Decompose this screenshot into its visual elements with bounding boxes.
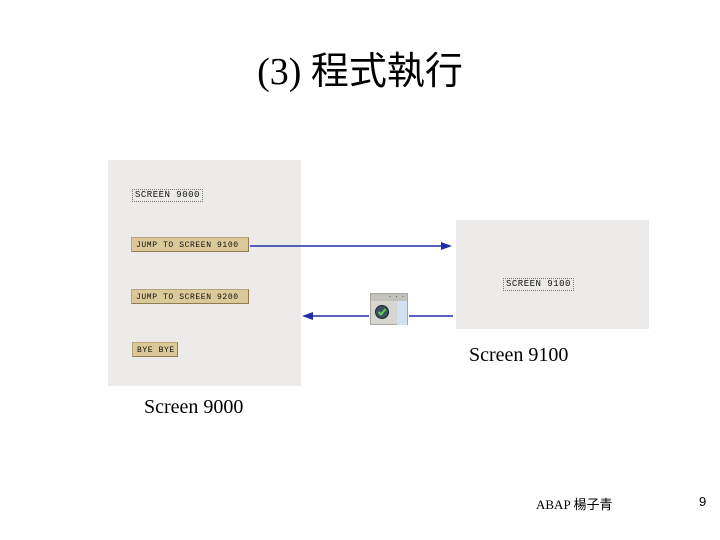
jump-to-9200-button[interactable]: JUMP TO SCREEN 9200 <box>131 289 249 304</box>
jump-to-9100-button[interactable]: JUMP TO SCREEN 9100 <box>131 237 249 252</box>
check-icon[interactable] <box>375 305 389 319</box>
screen-9000-panel: SCREEN 9000 JUMP TO SCREEN 9100 JUMP TO … <box>108 160 301 386</box>
screen-9100-label: SCREEN 9100 <box>503 278 574 291</box>
screen-9100-panel: SCREEN 9100 <box>456 220 649 329</box>
back-popup-dialog: · · · <box>370 293 408 325</box>
slide-title: (3) 程式執行 <box>257 51 463 93</box>
screen-9000-caption: Screen 9000 <box>144 396 244 418</box>
bye-bye-button[interactable]: BYE BYE <box>132 342 178 357</box>
footer-author: ABAP 楊子青 <box>536 497 613 512</box>
popup-side-panel <box>397 301 407 325</box>
page-number: 9 <box>699 494 707 509</box>
popup-titlebar <box>371 294 407 301</box>
popup-titlebar-dots: · · · <box>388 293 405 301</box>
screen-9000-label: SCREEN 9000 <box>132 189 203 202</box>
screen-9100-caption: Screen 9100 <box>469 344 569 366</box>
